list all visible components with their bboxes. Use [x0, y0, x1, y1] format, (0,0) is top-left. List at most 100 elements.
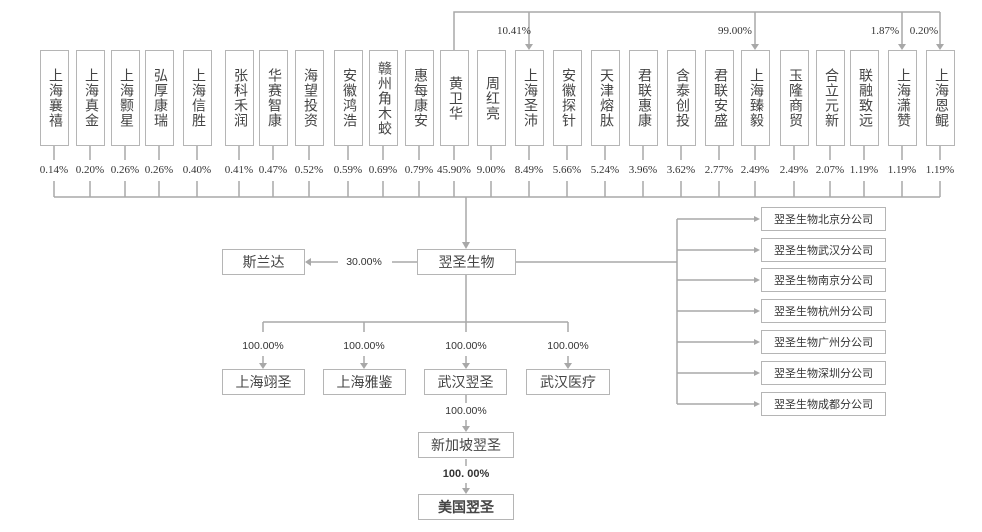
shareholder-pct: 0.41%: [224, 164, 254, 176]
subsidiary-node-singapore: 新加坡翌圣: [418, 432, 514, 458]
branch-office-node: 翌圣生物北京分公司: [761, 207, 886, 231]
shareholder-pct: 0.40%: [182, 164, 212, 176]
shareholder-pct: 45.90%: [437, 164, 471, 176]
subsidiary-node: 武汉翌圣: [424, 369, 507, 395]
branch-name: 翌圣生物北京分公司: [774, 214, 873, 226]
branch-office-node: 翌圣生物成都分公司: [761, 392, 886, 416]
shareholder-name: 含泰创投: [674, 68, 690, 128]
subsidiary-name: 新加坡翌圣: [431, 438, 501, 454]
shareholder-node: 上海圣沛: [515, 50, 544, 146]
company-name: 翌圣生物: [438, 255, 495, 271]
shareholder-name: 安徽探针: [560, 68, 576, 128]
branch-name: 翌圣生物广州分公司: [774, 337, 873, 349]
shareholder-node: 上海襄禧: [40, 50, 69, 146]
shareholder-name: 玉隆商贸: [787, 68, 803, 128]
shareholder-node: 上海潇赞: [888, 50, 917, 146]
shareholder-node: 上海恩鲲: [926, 50, 955, 146]
shareholder-pct: 5.24%: [590, 164, 620, 176]
branch-name: 翌圣生物武汉分公司: [774, 245, 873, 257]
shareholder-pct: 2.07%: [815, 164, 845, 176]
associate-name: 斯兰达: [242, 255, 285, 271]
shareholder-node: 含泰创投: [667, 50, 696, 146]
subsidiary-name: 武汉医疗: [540, 375, 596, 391]
shareholder-node: 上海信胜: [183, 50, 212, 146]
subsidiary-node: 上海雅鉴: [323, 369, 406, 395]
subsidiary-name: 上海翊圣: [235, 375, 292, 391]
shareholder-pct: 0.47%: [258, 164, 288, 176]
shareholder-pct: 0.14%: [39, 164, 69, 176]
shareholder-pct: 1.19%: [925, 164, 955, 176]
shareholder-node: 赣州角木蛟: [369, 50, 398, 146]
shareholder-pct: 9.00%: [476, 164, 506, 176]
shareholder-node: 君联安盛: [705, 50, 734, 146]
holding-label-shanghai-enkun: 0.20%: [909, 25, 939, 37]
shareholder-pct: 8.49%: [514, 164, 544, 176]
subsidiary-pct: 100.00%: [547, 340, 589, 352]
chain-pct: 100.00%: [445, 405, 487, 417]
shareholder-node: 弘厚康瑞: [145, 50, 174, 146]
shareholder-node: 张科禾润: [225, 50, 254, 146]
shareholder-pct: 0.26%: [110, 164, 140, 176]
shareholder-pct: 0.79%: [404, 164, 434, 176]
shareholder-name: 上海襄禧: [47, 68, 63, 128]
shareholder-name: 黄卫华: [447, 75, 463, 121]
shareholder-name: 上海真金: [83, 68, 99, 128]
branch-name: 翌圣生物深圳分公司: [774, 368, 873, 380]
shareholder-pct: 0.20%: [75, 164, 105, 176]
shareholder-pct: 0.26%: [144, 164, 174, 176]
branch-office-node: 翌圣生物杭州分公司: [761, 299, 886, 323]
shareholder-node: 天津熔肽: [591, 50, 620, 146]
shareholder-name: 上海恩鲲: [933, 68, 949, 128]
shareholder-name: 华赛智康: [266, 68, 282, 128]
shareholder-name: 联融致远: [857, 68, 873, 128]
chain-pct: 100. 00%: [442, 468, 490, 480]
associate-node-silanda: 斯兰达: [222, 249, 305, 275]
shareholder-name: 上海信胜: [190, 68, 206, 128]
shareholder-name: 君联安盛: [712, 68, 728, 128]
shareholder-node: 联融致远: [850, 50, 879, 146]
shareholder-pct: 2.77%: [704, 164, 734, 176]
shareholder-node: 上海颢星: [111, 50, 140, 146]
shareholder-name: 天津熔肽: [598, 68, 614, 128]
branch-name: 翌圣生物杭州分公司: [774, 306, 873, 318]
shareholder-pct: 0.52%: [294, 164, 324, 176]
shareholder-node: 周红亮: [477, 50, 506, 146]
holding-label-shanghai-xiaozan: 1.87%: [870, 25, 900, 37]
company-node-yisheng-bio: 翌圣生物: [417, 249, 516, 275]
shareholder-name: 上海臻毅: [748, 68, 764, 128]
shareholder-name: 张科禾润: [232, 68, 248, 128]
branch-office-node: 翌圣生物广州分公司: [761, 330, 886, 354]
branch-office-node: 翌圣生物南京分公司: [761, 268, 886, 292]
shareholder-node: 黄卫华: [440, 50, 469, 146]
shareholder-pct: 2.49%: [779, 164, 809, 176]
branch-name: 翌圣生物南京分公司: [774, 275, 873, 287]
shareholder-node: 安徽鸿浩: [334, 50, 363, 146]
shareholder-name: 君联惠康: [636, 68, 652, 128]
shareholder-node: 合立元新: [816, 50, 845, 146]
shareholder-node: 君联惠康: [629, 50, 658, 146]
associate-pct: 30.00%: [346, 256, 382, 268]
shareholder-pct: 0.59%: [333, 164, 363, 176]
holding-label-shangh-shengpei: 10.41%: [497, 25, 531, 37]
shareholder-name: 海望投资: [302, 68, 318, 128]
shareholder-pct: 1.19%: [849, 164, 879, 176]
shareholder-name: 上海颢星: [118, 68, 134, 128]
shareholder-pct: 5.66%: [552, 164, 582, 176]
subsidiary-node: 武汉医疗: [526, 369, 610, 395]
shareholder-node: 上海臻毅: [741, 50, 770, 146]
shareholder-name: 惠每康安: [412, 68, 428, 128]
shareholder-node: 惠每康安: [405, 50, 434, 146]
shareholder-name: 弘厚康瑞: [152, 68, 168, 128]
subsidiary-pct: 100.00%: [242, 340, 284, 352]
branch-office-node: 翌圣生物武汉分公司: [761, 238, 886, 262]
shareholder-node: 玉隆商贸: [780, 50, 809, 146]
shareholder-name: 合立元新: [823, 68, 839, 128]
shareholder-pct: 3.96%: [628, 164, 658, 176]
shareholder-pct: 1.19%: [887, 164, 917, 176]
branch-office-node: 翌圣生物深圳分公司: [761, 361, 886, 385]
subsidiary-pct: 100.00%: [445, 340, 487, 352]
subsidiary-name: 武汉翌圣: [437, 375, 494, 391]
shareholder-name: 上海潇赞: [895, 68, 911, 128]
subsidiary-name: 上海雅鉴: [336, 375, 393, 391]
